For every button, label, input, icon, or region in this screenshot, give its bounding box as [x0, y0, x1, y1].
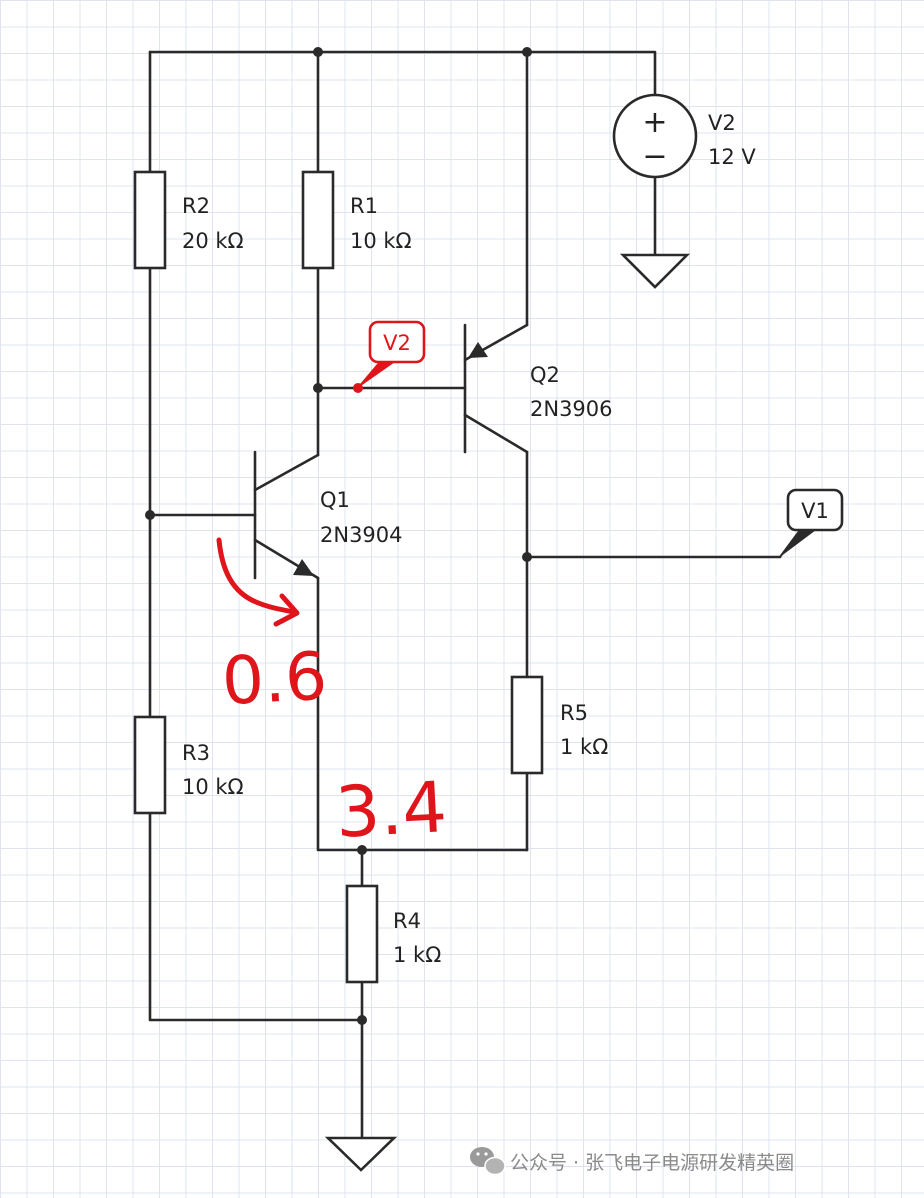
r3-name-label: R3 [182, 741, 210, 765]
probe-v1-label: V1 [801, 499, 829, 523]
wechat-icon [470, 1147, 506, 1176]
junction-dot [522, 552, 532, 562]
resistor-r4 [345, 884, 379, 984]
v2-name-label: V2 [708, 111, 736, 135]
annotation-vbe: 0.6 [220, 638, 329, 720]
junction-dot [522, 47, 532, 57]
source-plus-sign: + [642, 105, 667, 140]
probe-v1: V1 [779, 488, 844, 558]
junction-dot [357, 1015, 367, 1025]
probe-v2: V2 [353, 320, 426, 393]
probe-v2-label: V2 [383, 331, 411, 355]
junction-dot [313, 383, 323, 393]
transistor-q1 [253, 450, 320, 580]
resistor-r3 [133, 715, 167, 815]
junction-dot [145, 510, 155, 520]
v2-value-label: 12 V [708, 145, 756, 169]
top-rail-wire [148, 50, 657, 97]
probe-v2-box [368, 320, 426, 364]
q1-name-label: Q1 [320, 488, 350, 512]
source-circle [612, 93, 698, 179]
ground-icon [619, 253, 691, 289]
r2-value-label: 20 kΩ [182, 229, 244, 253]
r2-column-wire [148, 50, 364, 1022]
junction-dot [313, 47, 323, 57]
q1-part-label: 2N3904 [320, 523, 403, 547]
r5-name-label: R5 [560, 701, 588, 725]
q1-emitter-wire [316, 576, 529, 852]
source-minus-sign: − [642, 139, 667, 174]
q2-part-label: 2N3906 [530, 397, 613, 421]
wires [148, 50, 782, 1140]
annotation-arrowhead-icon [273, 593, 300, 627]
probe-v1-box [786, 488, 844, 532]
ground-icon [324, 1136, 398, 1172]
q1-collector-leg [253, 453, 320, 492]
annotation-emitter-voltage: 3.4 [333, 766, 448, 854]
q2-emitter-arrow-icon [468, 342, 488, 358]
voltage-source-v2: + − [612, 93, 698, 179]
r4-value-label: 1 kΩ [393, 943, 441, 967]
junctions [145, 47, 532, 1025]
transistor-q2 [463, 323, 529, 454]
resistor-r1 [301, 170, 335, 270]
r1-value-label: 10 kΩ [350, 229, 412, 253]
r3-value-label: 10 kΩ [182, 775, 244, 799]
q1-emitter-arrow-icon [293, 559, 314, 576]
q2-name-label: Q2 [530, 363, 560, 387]
resistor-r2 [133, 170, 167, 270]
r5-value-label: 1 kΩ [560, 735, 608, 759]
watermark: 公众号 · 张飞电子电源研发精英圈 [470, 1147, 794, 1176]
r4-name-label: R4 [393, 909, 421, 933]
q2-collector-leg [463, 413, 529, 454]
r1-name-label: R1 [350, 194, 378, 218]
resistor-r5 [510, 675, 544, 775]
junction-dot [357, 845, 367, 855]
annotation-arrow-icon [216, 537, 297, 615]
watermark-text: 公众号 · 张飞电子电源研发精英圈 [510, 1152, 794, 1174]
r2-name-label: R2 [182, 194, 210, 218]
